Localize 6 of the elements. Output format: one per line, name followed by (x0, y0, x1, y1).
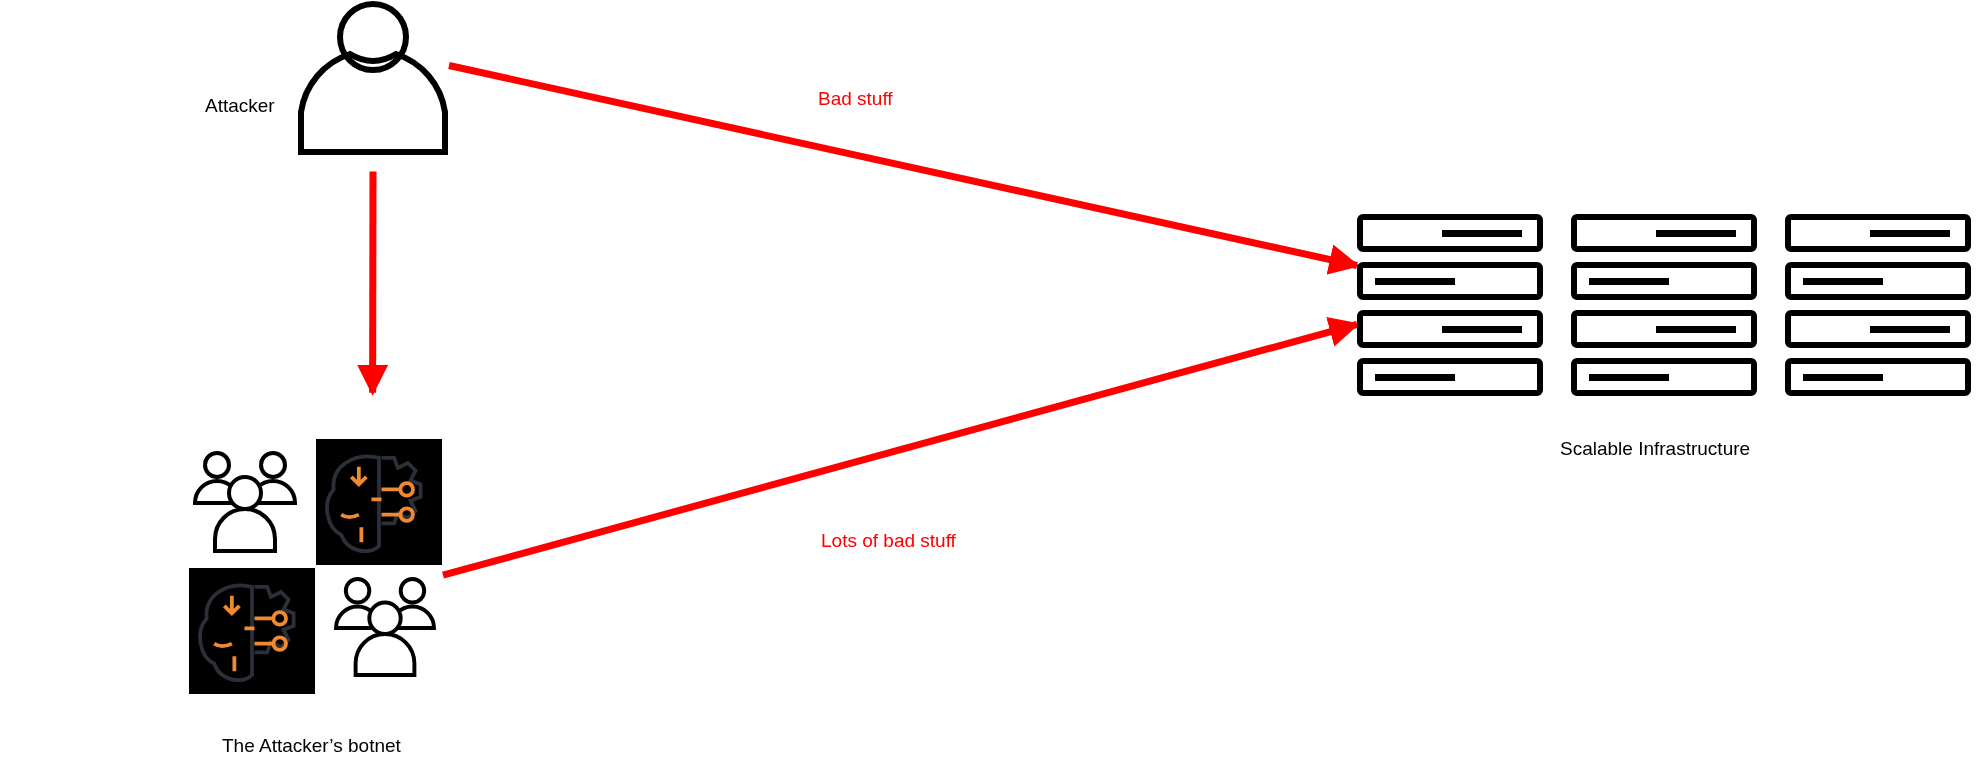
node-caption: Scalable Infrastructure (1560, 438, 1751, 460)
node-caption: The Attacker’s botnet (222, 735, 401, 757)
arrow (442, 316, 1360, 579)
arrow (357, 171, 389, 396)
node-caption: Attacker (205, 95, 275, 117)
arrow (448, 62, 1360, 275)
